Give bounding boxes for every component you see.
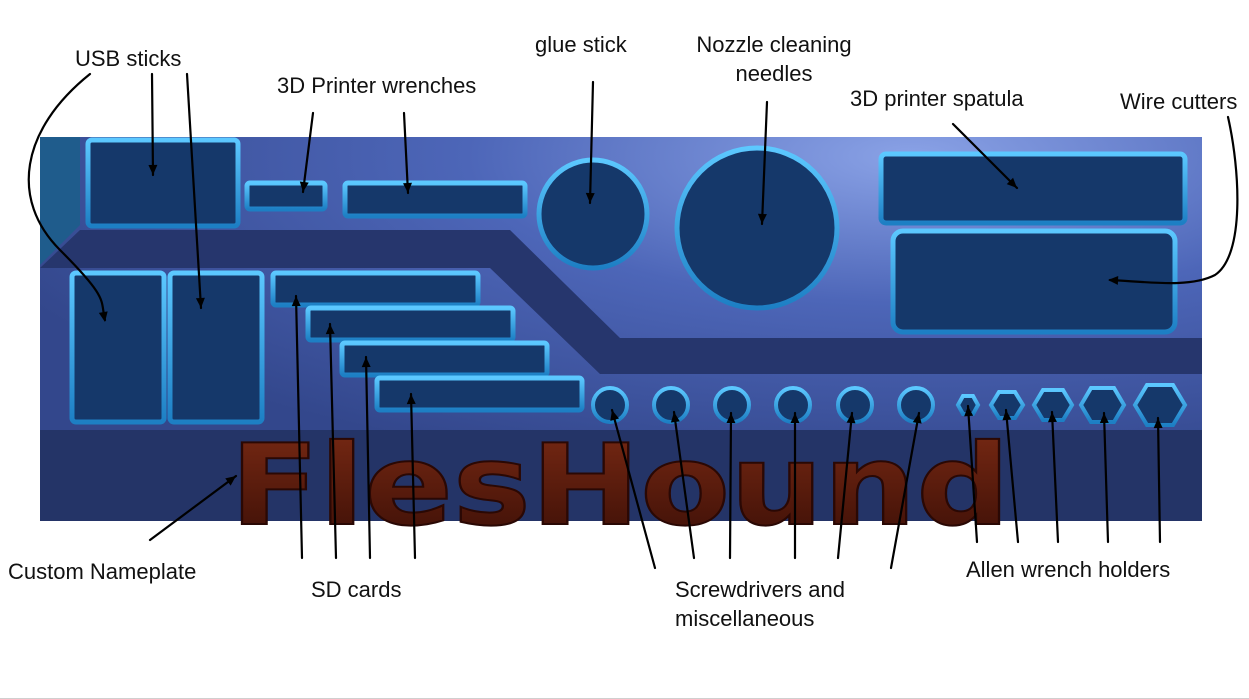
arrow-usb-right-head [195,297,205,308]
arrow-spatula [951,122,1019,190]
arrow-sd-1-head [291,296,301,307]
label-spatula: 3D printer spatula [850,86,1024,111]
arrow-nameplate-head [225,476,236,486]
arrow-allen-2 [1004,408,1020,544]
arrow-screw-4-head [790,413,800,424]
arrow-screw-6-head [912,413,922,424]
arrow-sd-4-head [406,394,416,405]
arrow-screw-3-head [726,413,736,424]
arrow-nameplate [148,474,238,542]
allen-hex-3 [1031,388,1075,422]
tray-corner-shade [40,137,80,265]
callout-arrows [27,72,1239,570]
sd-card-pocket-4 [374,375,585,413]
label-screwdrivers-line1: Screwdrivers and [675,577,845,602]
arrow-usb-top-head [148,164,158,175]
arrow-usb-right [185,72,203,310]
arrow-wrench-small-head [299,181,309,192]
sd-card-pocket-3 [339,340,550,378]
tray-terrace-upper [40,230,1202,374]
label-allen-holders: Allen wrench holders [966,557,1171,582]
screwdriver-hole-6 [897,386,935,424]
arrow-sd-1 [294,294,304,560]
screwdriver-hole-2 [652,386,690,424]
glue-stick-pocket [536,157,650,271]
allen-hex-2 [988,390,1026,420]
arrow-wrench-long [402,111,410,195]
arrow-screw-2-head [670,412,680,423]
arrow-wrench-long-head [403,182,412,193]
arrow-allen-3 [1050,410,1060,544]
arrow-wire-cutters [1108,115,1239,285]
allen-hex-4 [1078,386,1127,424]
label-glue-stick: glue stick [535,32,627,57]
arrow-allen-4-head [1099,413,1109,424]
sd-card-pocket-1 [270,270,481,308]
arrow-usb-left [27,72,107,322]
wire-cutter-pocket [890,228,1178,335]
allen-wrench-hexes [955,383,1188,427]
arrow-screw-5 [836,411,854,560]
screwdriver-hole-4 [774,386,812,424]
arrow-allen-5-head [1153,418,1163,429]
label-screwdrivers-line2: miscellaneous [675,606,815,631]
arrow-spatula-head [1006,177,1017,188]
arrow-nozzle [760,100,769,226]
label-nozzle-line2: needles [735,61,813,86]
arrow-screw-1-head [610,410,619,421]
arrow-screw-2 [672,410,696,560]
arrow-wire-cutters-head [1108,275,1119,285]
arrow-glue-stick [588,80,595,205]
arrow-screw-6 [889,411,921,570]
arrow-wrench-small [301,111,315,194]
usb-pocket-right [167,270,265,425]
arrow-allen-5 [1156,416,1162,544]
pocket-group [69,137,1188,425]
arrow-usb-left-head [98,311,108,322]
screwdriver-hole-5 [836,386,874,424]
usb-pocket-top [85,137,241,229]
arrow-sd-2-head [325,324,335,335]
wrench-pocket-long [342,180,528,219]
sd-card-pocket-2 [305,305,516,343]
arrow-allen-4 [1102,411,1110,544]
arrow-glue-stick-head [585,192,595,203]
label-sd-cards: SD cards [311,577,402,602]
arrow-sd-3-head [361,357,371,368]
arrow-sd-2 [328,322,338,560]
arrow-nozzle-head [757,213,767,224]
arrow-screw-3 [728,411,733,560]
label-nozzle-line1: Nozzle cleaning [696,32,852,57]
spatula-pocket [878,151,1188,226]
label-nozzle-needles: Nozzle cleaning needles [696,30,851,88]
arrow-allen-2-head [1002,410,1012,421]
arrow-usb-top [150,72,155,177]
label-screwdrivers: Screwdrivers and miscellaneous [675,575,845,633]
allen-hex-5 [1132,383,1188,427]
label-wire-cutters: Wire cutters [1120,89,1238,114]
arrow-allen-1-head [964,406,974,417]
arrow-sd-3 [364,355,372,560]
arrow-allen-3-head [1047,412,1057,423]
label-printer-wrenches: 3D Printer wrenches [277,73,477,98]
screwdriver-holes [591,386,935,424]
nozzle-needle-pocket [674,145,840,311]
arrow-sd-4 [409,392,417,560]
usb-pocket-left [69,270,167,425]
screwdriver-hole-1 [591,386,629,424]
wrench-pocket-small [244,180,328,212]
arrow-allen-1 [966,404,979,544]
arrow-screw-5-head [846,413,856,424]
arrow-screw-1 [610,408,657,570]
label-usb-sticks: USB sticks [75,46,182,71]
label-nameplate: Custom Nameplate [8,559,197,584]
